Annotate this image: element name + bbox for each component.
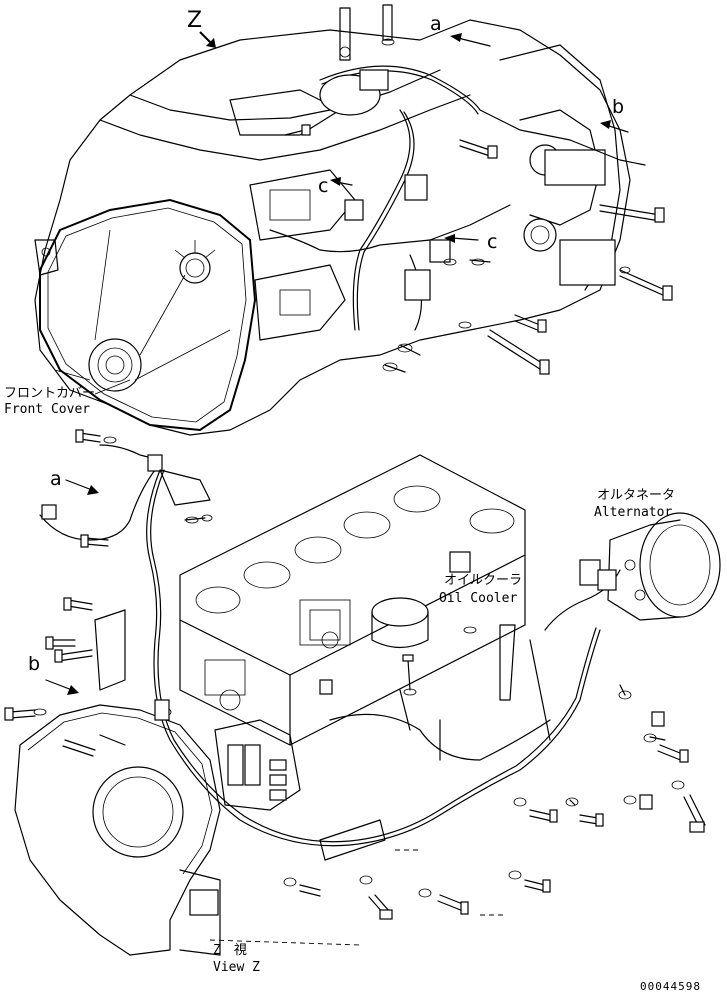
view-z-caption: Z 視 View Z xyxy=(213,943,260,975)
bottom-bolts xyxy=(4,429,706,920)
callout-b-bottom: b xyxy=(28,653,40,675)
callout-c-left: c xyxy=(318,175,328,197)
oil-cooler-en: Oil Cooler xyxy=(439,591,517,606)
alternator xyxy=(579,512,721,621)
bottom-engine-assembly xyxy=(4,429,721,956)
alternator-en: Alternator xyxy=(594,505,672,520)
front-cover-jp: フロントカバー xyxy=(4,386,95,401)
top-callouts: a b c c xyxy=(318,13,629,253)
z-view-arrow: Z xyxy=(187,8,216,48)
view-z-jp: Z 視 xyxy=(213,943,247,958)
callout-a-top: a xyxy=(430,13,442,35)
drawing-number: 00044598 xyxy=(640,980,701,993)
callout-c-right: c xyxy=(487,231,497,253)
z-marker-text: Z xyxy=(187,8,202,33)
view-z-en: View Z xyxy=(213,960,260,975)
callout-a-bottom: a xyxy=(50,468,62,490)
oil-cooler-label: オイルクーラ Oil Cooler xyxy=(439,573,522,606)
top-engine-assembly xyxy=(34,4,673,436)
bottom-callouts: a b xyxy=(28,468,99,695)
front-cover-en: Front Cover xyxy=(4,402,90,417)
top-bolts xyxy=(284,4,673,375)
oil-cooler-jp: オイルクーラ xyxy=(444,573,522,588)
callout-b-top: b xyxy=(612,96,624,118)
front-cover-label: フロントカバー Front Cover xyxy=(4,379,131,417)
alternator-label: オルタネータ Alternator xyxy=(594,488,675,520)
alternator-jp: オルタネータ xyxy=(597,488,675,503)
